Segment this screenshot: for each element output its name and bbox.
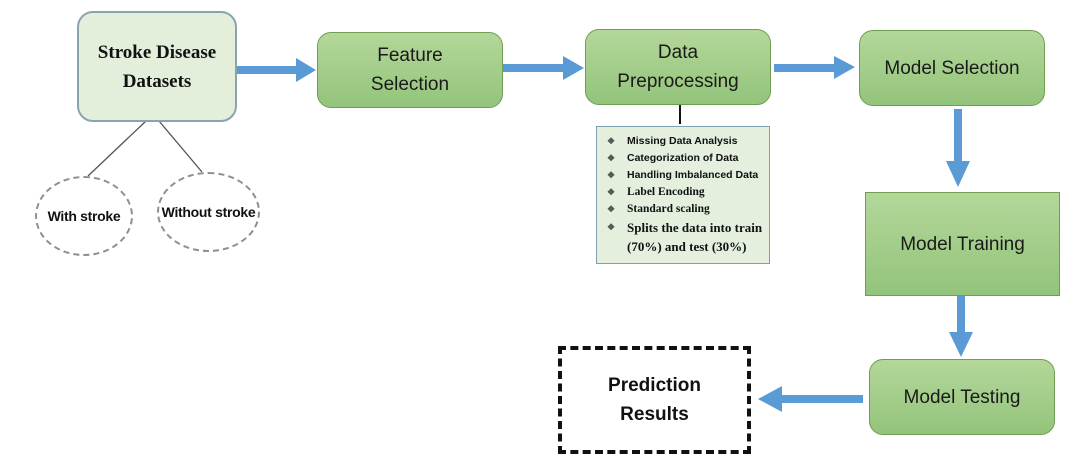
arrow-preprocessing-to-selection (774, 56, 855, 79)
diamond-bullet-icon: ❖ (607, 153, 616, 163)
model-training-label: Model Training (900, 233, 1025, 255)
arrow-selection-to-training (946, 109, 970, 187)
connector-with-stroke (87, 120, 147, 177)
without-stroke-ellipse: Without stroke (157, 172, 260, 252)
stroke-disease-datasets-box: Stroke Disease Datasets (77, 11, 237, 122)
details-item-continuation: (70%) and test (30%) (627, 239, 747, 254)
details-item: ❖Handling Imbalanced Data (607, 167, 763, 184)
data-preprocessing-box: Data Preprocessing (585, 29, 771, 105)
feature-selection-box: Feature Selection (317, 32, 503, 108)
prediction-results-box: Prediction Results (558, 346, 751, 454)
connector-without-stroke (158, 120, 203, 173)
prediction-results-line1: Prediction (608, 375, 701, 396)
without-stroke-label: Without stroke (161, 204, 256, 220)
prediction-results-line2: Results (620, 404, 689, 425)
arrow-testing-to-results (758, 386, 863, 412)
data-preprocessing-line1: Data (657, 42, 699, 63)
details-item: ❖Label Encoding (607, 184, 763, 201)
diamond-bullet-icon: ❖ (607, 170, 616, 180)
details-item: ❖Categorization of Data (607, 150, 763, 167)
source-label-line2: Datasets (122, 70, 192, 92)
diamond-bullet-icon: ❖ (607, 204, 616, 214)
arrow-feature-to-preprocessing (503, 56, 584, 80)
arrow-training-to-testing (949, 296, 973, 357)
source-label-line1: Stroke Disease (97, 41, 217, 63)
with-stroke-label: With stroke (47, 208, 121, 224)
diamond-bullet-icon: ❖ (607, 222, 616, 232)
model-selection-label: Model Selection (884, 57, 1020, 79)
preprocessing-details-box: ❖Missing Data Analysis ❖Categorization o… (596, 126, 770, 264)
model-selection-box: Model Selection (859, 30, 1045, 106)
model-training-box: Model Training (865, 192, 1060, 296)
details-item: ❖Splits the data into train (607, 220, 763, 235)
details-item: ❖Standard scaling (607, 201, 763, 218)
model-testing-label: Model Testing (903, 386, 1021, 408)
model-testing-box: Model Testing (869, 359, 1055, 435)
preprocessing-details-list: ❖Missing Data Analysis ❖Categorization o… (607, 133, 763, 256)
arrow-source-to-feature (236, 58, 316, 82)
feature-selection-line1: Feature (377, 45, 443, 66)
diamond-bullet-icon: ❖ (607, 187, 616, 197)
feature-selection-line2: Selection (370, 74, 450, 95)
details-item: ❖Missing Data Analysis (607, 133, 763, 150)
with-stroke-ellipse: With stroke (35, 176, 133, 256)
data-preprocessing-line2: Preprocessing (617, 71, 739, 92)
diamond-bullet-icon: ❖ (607, 136, 616, 146)
